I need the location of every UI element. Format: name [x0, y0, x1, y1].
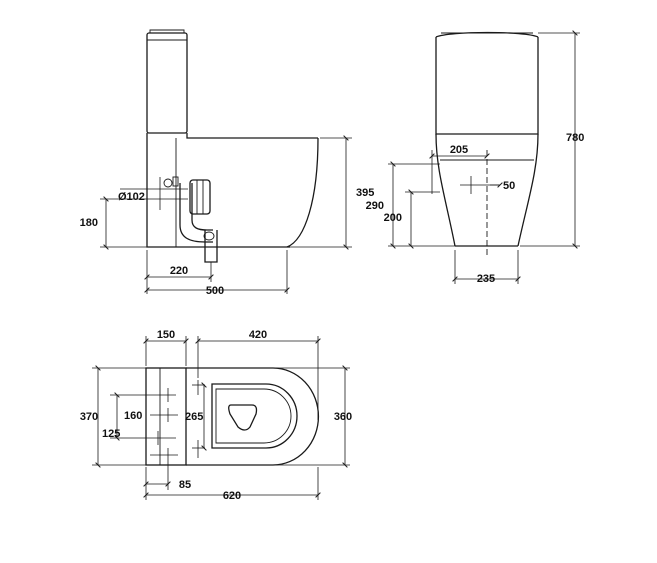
label-205: 205	[450, 144, 468, 156]
label-290: 290	[366, 200, 384, 212]
label-370: 370	[80, 411, 98, 423]
top-pan	[186, 367, 320, 466]
label-50: 50	[503, 180, 515, 192]
side-trap	[163, 176, 218, 263]
top-fixing-points	[150, 380, 205, 462]
label-395: 395	[356, 187, 374, 199]
label-780: 780	[566, 132, 584, 144]
label-150: 150	[157, 329, 175, 341]
label-620: 620	[223, 490, 241, 502]
dimension-labels: 395 Ø102 180 220 500 780 205 50 290 200 …	[80, 132, 585, 502]
top-view	[92, 336, 350, 500]
label-pipe-diameter: Ø102	[118, 191, 145, 203]
label-500: 500	[206, 285, 224, 297]
label-265: 265	[185, 411, 203, 423]
front-dimensions	[388, 30, 580, 284]
label-125: 125	[102, 428, 120, 440]
front-view	[388, 30, 580, 284]
label-235: 235	[477, 273, 495, 285]
top-cistern	[145, 367, 187, 466]
side-view	[100, 29, 352, 294]
side-pan	[146, 133, 319, 248]
side-dimensions	[100, 135, 352, 294]
side-cistern	[146, 29, 188, 134]
label-360: 360	[334, 411, 352, 423]
label-220: 220	[170, 265, 188, 277]
top-dimensions	[92, 336, 350, 500]
label-180: 180	[80, 217, 98, 229]
label-200: 200	[384, 212, 402, 224]
label-420: 420	[249, 329, 267, 341]
label-160: 160	[124, 410, 142, 422]
front-cistern	[435, 31, 539, 135]
label-85: 85	[179, 479, 191, 491]
